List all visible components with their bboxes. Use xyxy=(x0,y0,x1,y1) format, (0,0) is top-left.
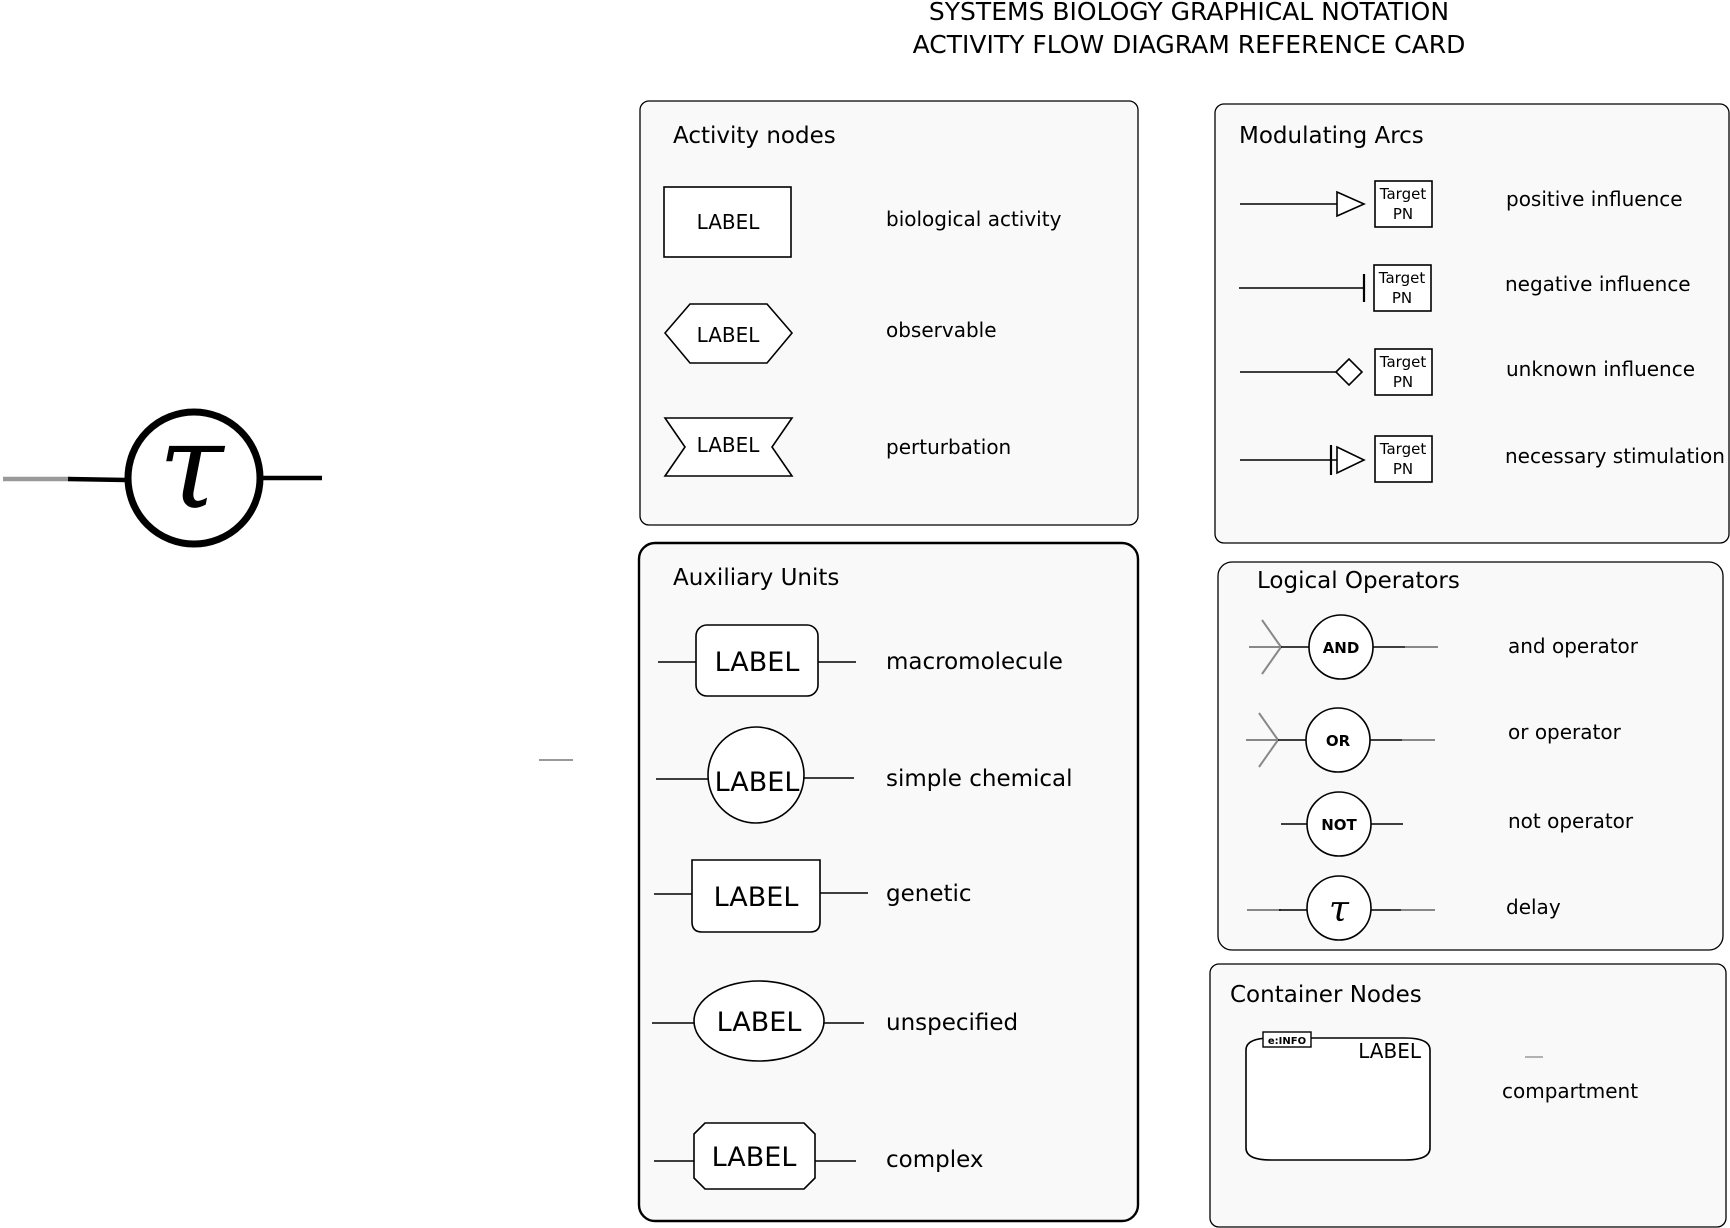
activity-nodes-title: Activity nodes xyxy=(673,123,836,149)
perturbation-glyph-label: LABEL xyxy=(697,433,761,457)
modulating-arcs-title: Modulating Arcs xyxy=(1239,123,1424,149)
auxiliary-units-title: Auxiliary Units xyxy=(673,565,839,591)
delay-description: delay xyxy=(1506,895,1561,919)
negative-influence-description: negative influence xyxy=(1505,272,1691,296)
container-nodes-title: Container Nodes xyxy=(1230,982,1422,1008)
biological-activity-glyph: LABEL xyxy=(663,186,792,258)
positive-target-line-2: PN xyxy=(1393,205,1413,223)
biological-activity-description: biological activity xyxy=(886,207,1062,231)
delay-operator-glyph: τ xyxy=(1247,875,1435,941)
macromolecule-glyph-label: LABEL xyxy=(715,647,800,678)
necessary-stimulation-arc: Target PN xyxy=(1240,435,1433,483)
perturbation-glyph: LABEL xyxy=(663,417,794,477)
negative-influence-arc: Target PN xyxy=(1239,264,1432,312)
unknown-influence-description: unknown influence xyxy=(1506,357,1695,381)
positive-target-line-1: Target xyxy=(1379,185,1427,203)
activity-nodes-panel: Activity nodes LABEL biological activity… xyxy=(639,100,1139,526)
and-operator-description: and operator xyxy=(1508,634,1639,658)
large-delay-glyph: τ xyxy=(3,397,322,548)
card-title-line-2: ACTIVITY FLOW DIAGRAM REFERENCE CARD xyxy=(913,30,1466,59)
compartment-glyph: e:INFO LABEL xyxy=(1245,1031,1431,1161)
and-operator-symbol: AND xyxy=(1323,639,1360,657)
simple-chemical-glyph-label: LABEL xyxy=(715,767,800,798)
logical-operators-panel: Logical Operators AND and operator OR or… xyxy=(1217,561,1724,951)
perturbation-description: perturbation xyxy=(886,435,1011,459)
not-operator-symbol: NOT xyxy=(1321,816,1357,834)
genetic-glyph-label: LABEL xyxy=(714,882,799,913)
unspecified-unit-glyph: LABEL xyxy=(652,980,864,1062)
genetic-description: genetic xyxy=(886,881,972,907)
necessary-stimulation-description: necessary stimulation xyxy=(1505,444,1725,468)
complex-unit-glyph: LABEL xyxy=(654,1122,856,1190)
large-delay-symbol: τ xyxy=(158,397,225,535)
unit-of-information-box xyxy=(1262,1031,1312,1048)
unspecified-glyph-label: LABEL xyxy=(717,1007,802,1038)
not-operator-description: not operator xyxy=(1508,809,1634,833)
necessary-target-line-2: PN xyxy=(1393,460,1413,478)
negative-target-line-2: PN xyxy=(1392,289,1412,307)
macromolecule-description: macromolecule xyxy=(886,649,1063,675)
card-title-line-1: SYSTEMS BIOLOGY GRAPHICAL NOTATION xyxy=(929,0,1449,26)
necessary-target-line-1: Target xyxy=(1379,440,1427,458)
auxiliary-units-panel: Auxiliary Units LABEL macromolecule LABE… xyxy=(637,541,1140,1223)
unknown-target-line-1: Target xyxy=(1379,353,1427,371)
positive-influence-description: positive influence xyxy=(1506,187,1683,211)
unknown-target-line-2: PN xyxy=(1393,373,1413,391)
positive-influence-arc: Target PN xyxy=(1240,180,1433,228)
observable-description: observable xyxy=(886,318,997,342)
or-operator-glyph: OR xyxy=(1246,707,1435,773)
complex-description: complex xyxy=(886,1147,983,1173)
and-operator-glyph: AND xyxy=(1249,614,1438,680)
not-operator-glyph: NOT xyxy=(1281,791,1403,857)
complex-glyph-label: LABEL xyxy=(712,1142,797,1173)
observable-glyph-label: LABEL xyxy=(697,323,761,347)
or-operator-symbol: OR xyxy=(1326,732,1351,750)
logical-operators-title: Logical Operators xyxy=(1257,568,1460,594)
genetic-unit-glyph: LABEL xyxy=(654,859,868,933)
negative-target-line-1: Target xyxy=(1378,269,1426,287)
container-nodes-panel: Container Nodes e:INFO LABEL compartment xyxy=(1209,963,1727,1228)
or-operator-description: or operator xyxy=(1508,720,1622,744)
unspecified-description: unspecified xyxy=(886,1010,1018,1036)
simple-chemical-description: simple chemical xyxy=(886,766,1073,792)
modulating-arcs-panel: Modulating Arcs Target PN positive influ… xyxy=(1214,103,1730,544)
biological-activity-glyph-label: LABEL xyxy=(697,210,761,234)
simple-chemical-unit-glyph: LABEL xyxy=(656,726,854,824)
macromolecule-unit-glyph: LABEL xyxy=(658,624,856,697)
unknown-influence-arc: Target PN xyxy=(1240,348,1433,396)
compartment-glyph-label: LABEL xyxy=(1358,1039,1422,1063)
observable-glyph: LABEL xyxy=(663,303,794,364)
delay-operator-symbol: τ xyxy=(1329,889,1350,930)
unit-of-information-label: e:INFO xyxy=(1268,1036,1306,1047)
compartment-description: compartment xyxy=(1502,1079,1638,1103)
